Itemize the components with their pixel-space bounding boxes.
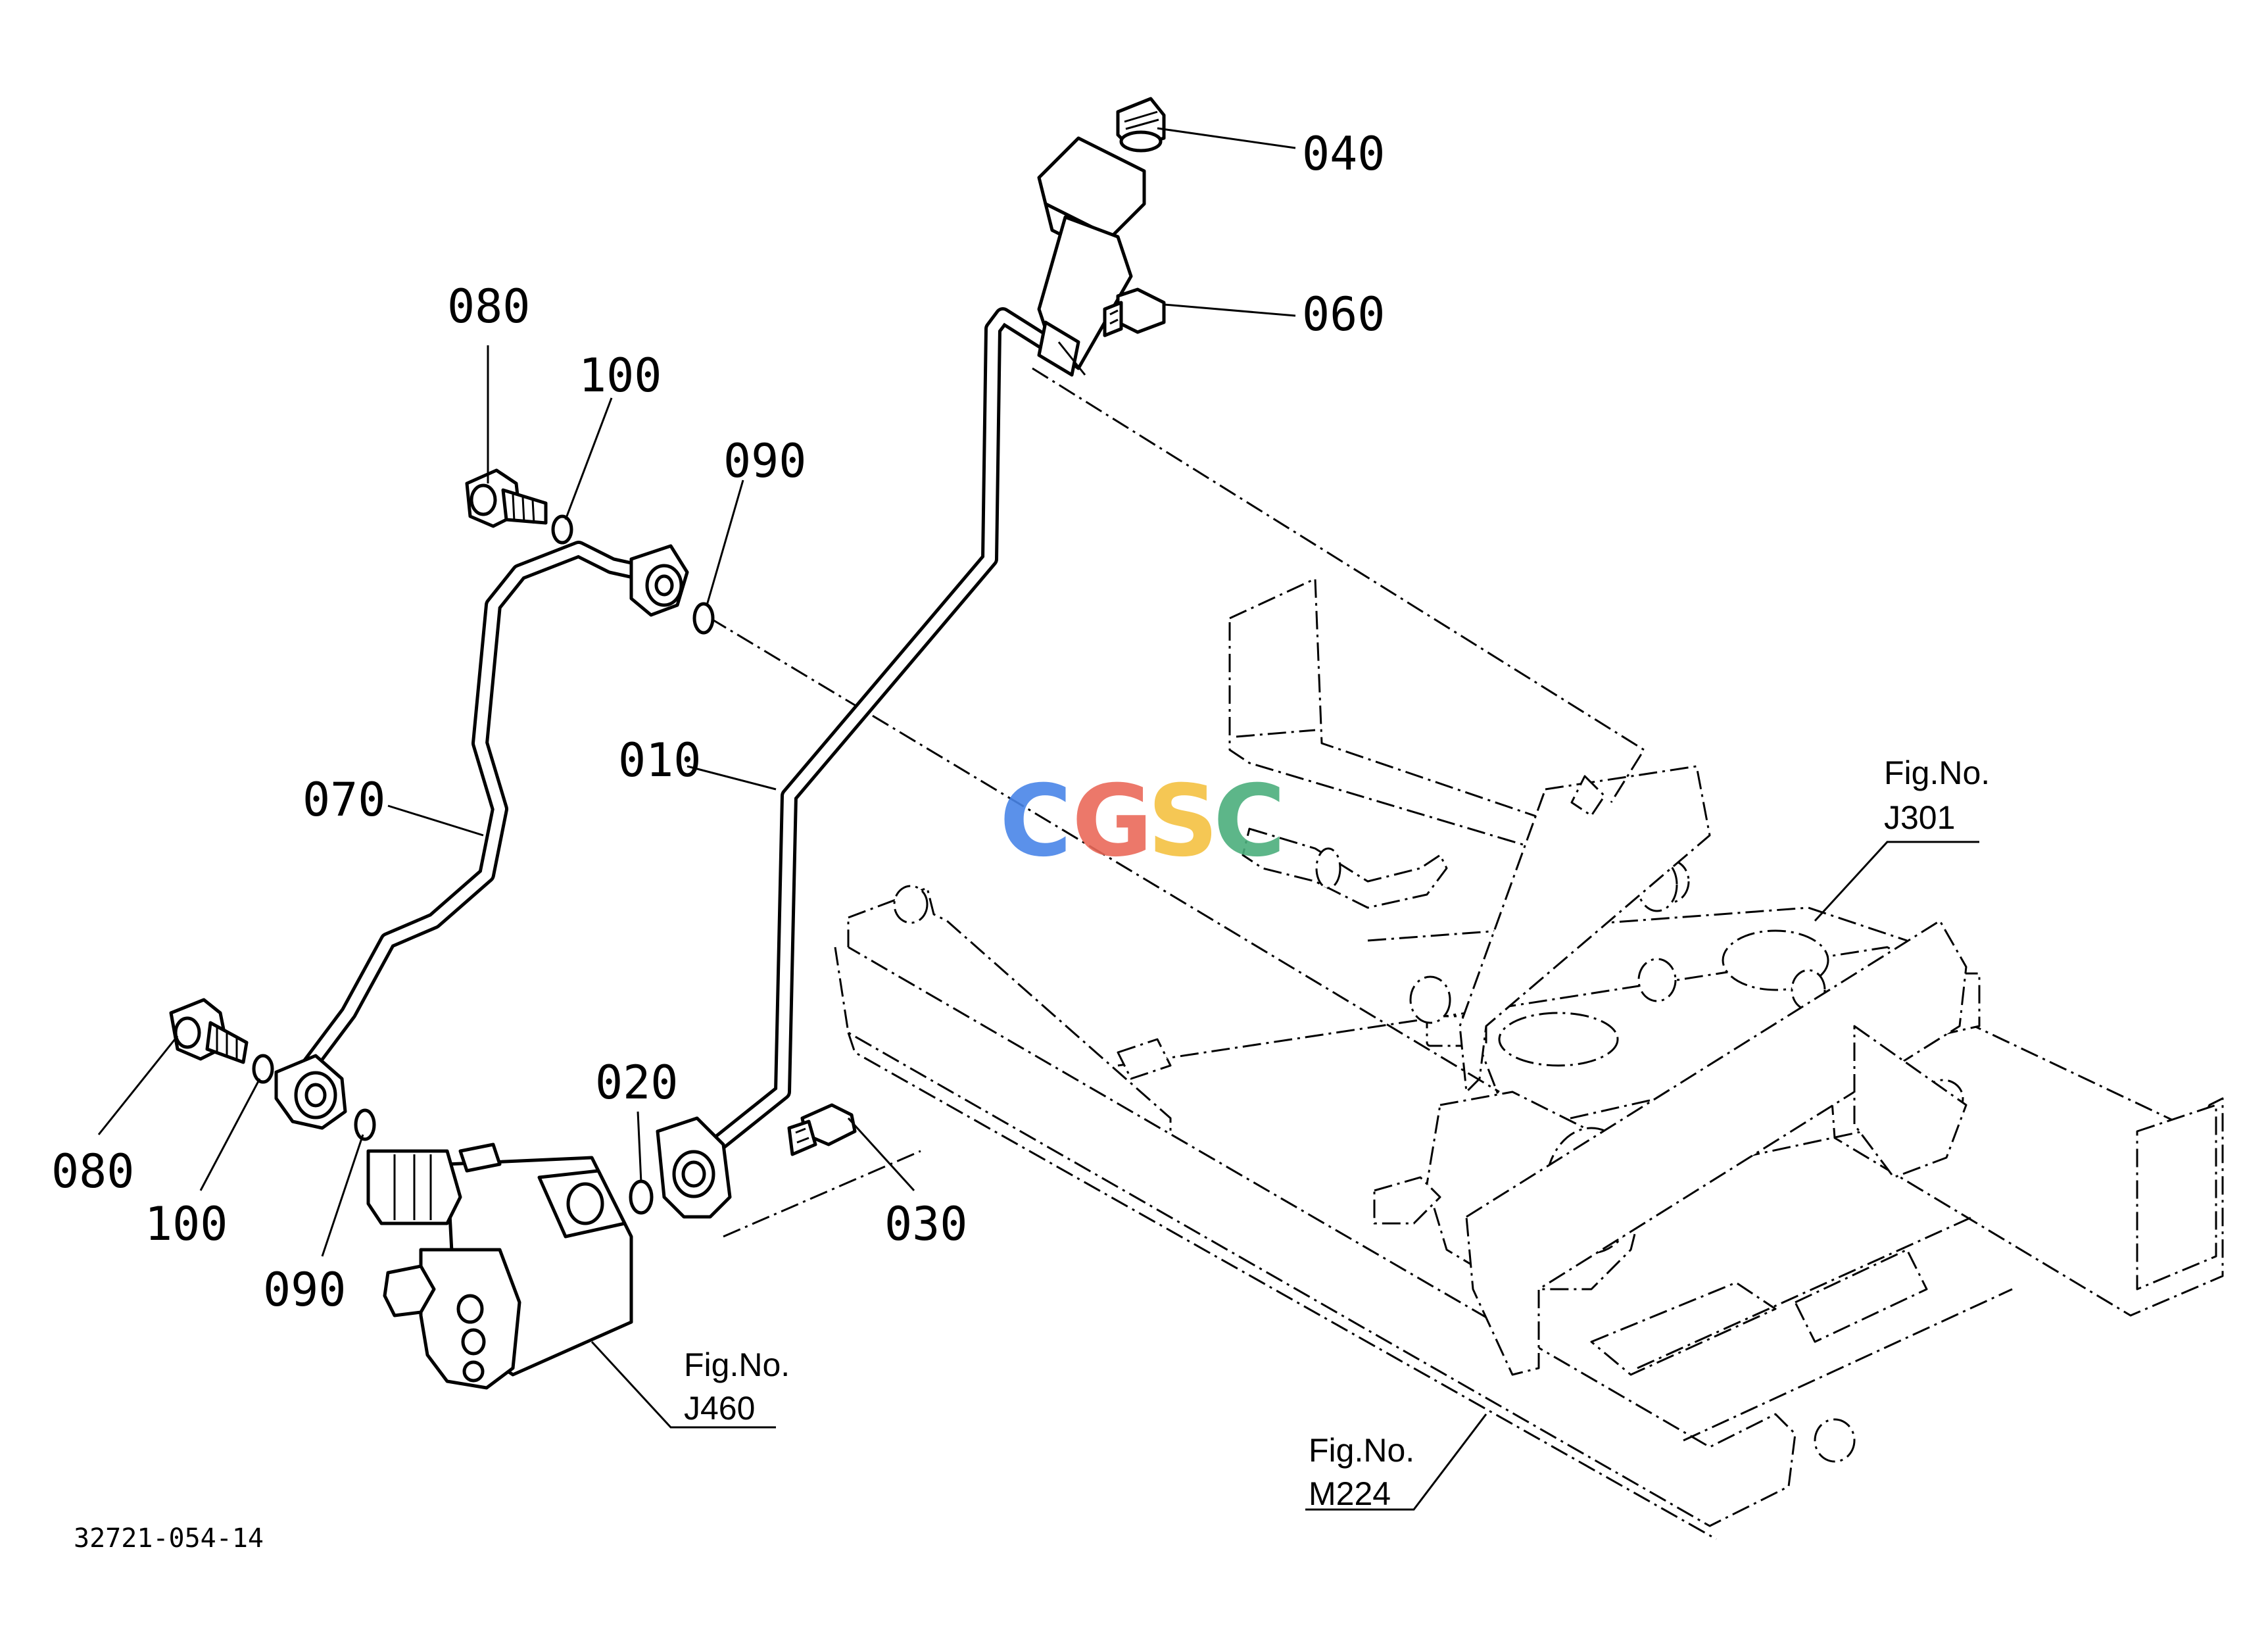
label-100-bottom: 100 [145, 1197, 228, 1251]
watermark-letter-3: S [1147, 764, 1218, 879]
fig-ref-j301-title: Fig.No. [1884, 754, 1990, 791]
banjo-bolt-080-top [465, 468, 548, 528]
label-090-top: 090 [723, 434, 806, 488]
frame-assembly [710, 367, 2224, 1540]
pipe-070 [274, 541, 689, 1130]
watermark-letter-2: G [1072, 764, 1153, 879]
fig-ref-j460-title: Fig.No. [684, 1346, 790, 1383]
washer-100-top [551, 514, 573, 545]
drawing-code: 32721-054-14 [74, 1523, 264, 1554]
label-020: 020 [595, 1056, 678, 1110]
o-ring-020 [629, 1179, 654, 1215]
valve-body [366, 1143, 633, 1390]
leader-lines [97, 127, 1979, 1511]
label-070: 070 [302, 773, 385, 827]
banjo-bolt-080-bottom [169, 998, 249, 1064]
label-060: 060 [1302, 287, 1385, 341]
fig-ref-j301-code: J301 [1884, 799, 1955, 836]
watermark-letter-1: C [1000, 764, 1072, 879]
label-040: 040 [1302, 127, 1385, 181]
washer-100-bottom [252, 1054, 274, 1084]
pipe-010 [656, 307, 1074, 1219]
watermark-letter-4: C [1213, 764, 1286, 879]
bolt-060 [1103, 287, 1166, 337]
plug-030 [787, 1103, 857, 1156]
fig-ref-m224-code: M224 [1309, 1475, 1391, 1512]
cgsc-watermark: C G S C [1000, 764, 1286, 879]
label-090-bottom: 090 [263, 1263, 346, 1317]
o-ring-090-bottom [354, 1108, 376, 1141]
label-010: 010 [618, 733, 701, 787]
label-080-top: 080 [447, 280, 530, 333]
label-100-top: 100 [579, 349, 662, 403]
figure-references: Fig.No. J301 Fig.No. J460 Fig.No. M224 [684, 754, 1990, 1512]
pipe-clamp-block [1037, 136, 1146, 377]
o-ring-090-top [692, 602, 715, 635]
bolt-040 [1116, 97, 1166, 153]
part-labels: 040 060 080 100 090 010 070 080 100 090 … [51, 127, 1385, 1317]
fig-ref-j460-code: J460 [684, 1390, 755, 1427]
fig-ref-m224-title: Fig.No. [1309, 1432, 1414, 1469]
label-080-bottom: 080 [51, 1144, 134, 1198]
label-030: 030 [884, 1197, 967, 1251]
